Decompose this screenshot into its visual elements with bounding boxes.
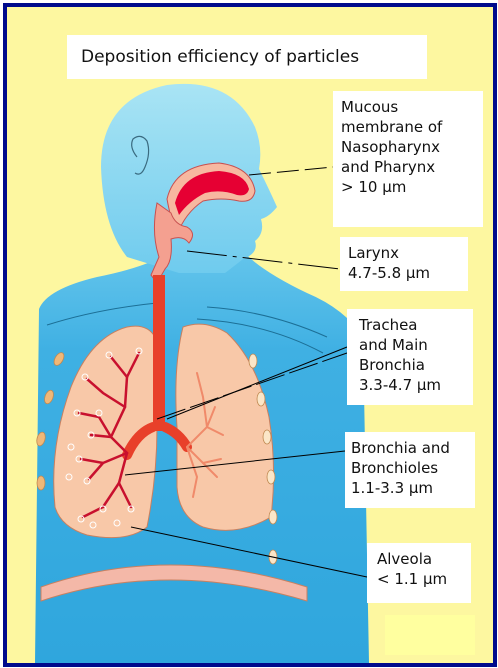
label-line: Nasopharynx: [341, 137, 475, 157]
label-bronchia: Bronchia and Bronchioles 1.1-3.3 μm: [345, 432, 475, 508]
title-text: Deposition efficiency of particles: [81, 47, 413, 67]
diagram-title: Deposition efficiency of particles: [67, 35, 427, 79]
label-line: Trachea: [359, 315, 465, 335]
trachea: [153, 275, 165, 431]
label-line: Bronchioles: [351, 458, 467, 478]
label-size: 3.3-4.7 μm: [359, 375, 465, 395]
label-line: Mucous: [341, 97, 475, 117]
label-line: membrane of: [341, 117, 475, 137]
label-size: < 1.1 μm: [377, 569, 463, 589]
label-size: > 10 μm: [341, 177, 475, 197]
label-size: 1.1-3.3 μm: [351, 478, 467, 498]
label-line: Larynx: [348, 243, 460, 263]
diagram-frame: Deposition efficiency of particles Mucou…: [3, 3, 497, 667]
empty-highlight-box: [385, 615, 475, 655]
label-trachea: Trachea and Main Bronchia 3.3-4.7 μm: [347, 309, 473, 405]
label-larynx: Larynx 4.7-5.8 μm: [340, 237, 468, 291]
label-line: and Pharynx: [341, 157, 475, 177]
label-nasopharynx: Mucous membrane of Nasopharynx and Phary…: [333, 91, 483, 227]
label-size: 4.7-5.8 μm: [348, 263, 460, 283]
label-line: Alveola: [377, 549, 463, 569]
label-line: and Main: [359, 335, 465, 355]
label-line: Bronchia: [359, 355, 465, 375]
label-line: Bronchia and: [351, 438, 467, 458]
label-alveola: Alveola < 1.1 μm: [367, 543, 471, 603]
